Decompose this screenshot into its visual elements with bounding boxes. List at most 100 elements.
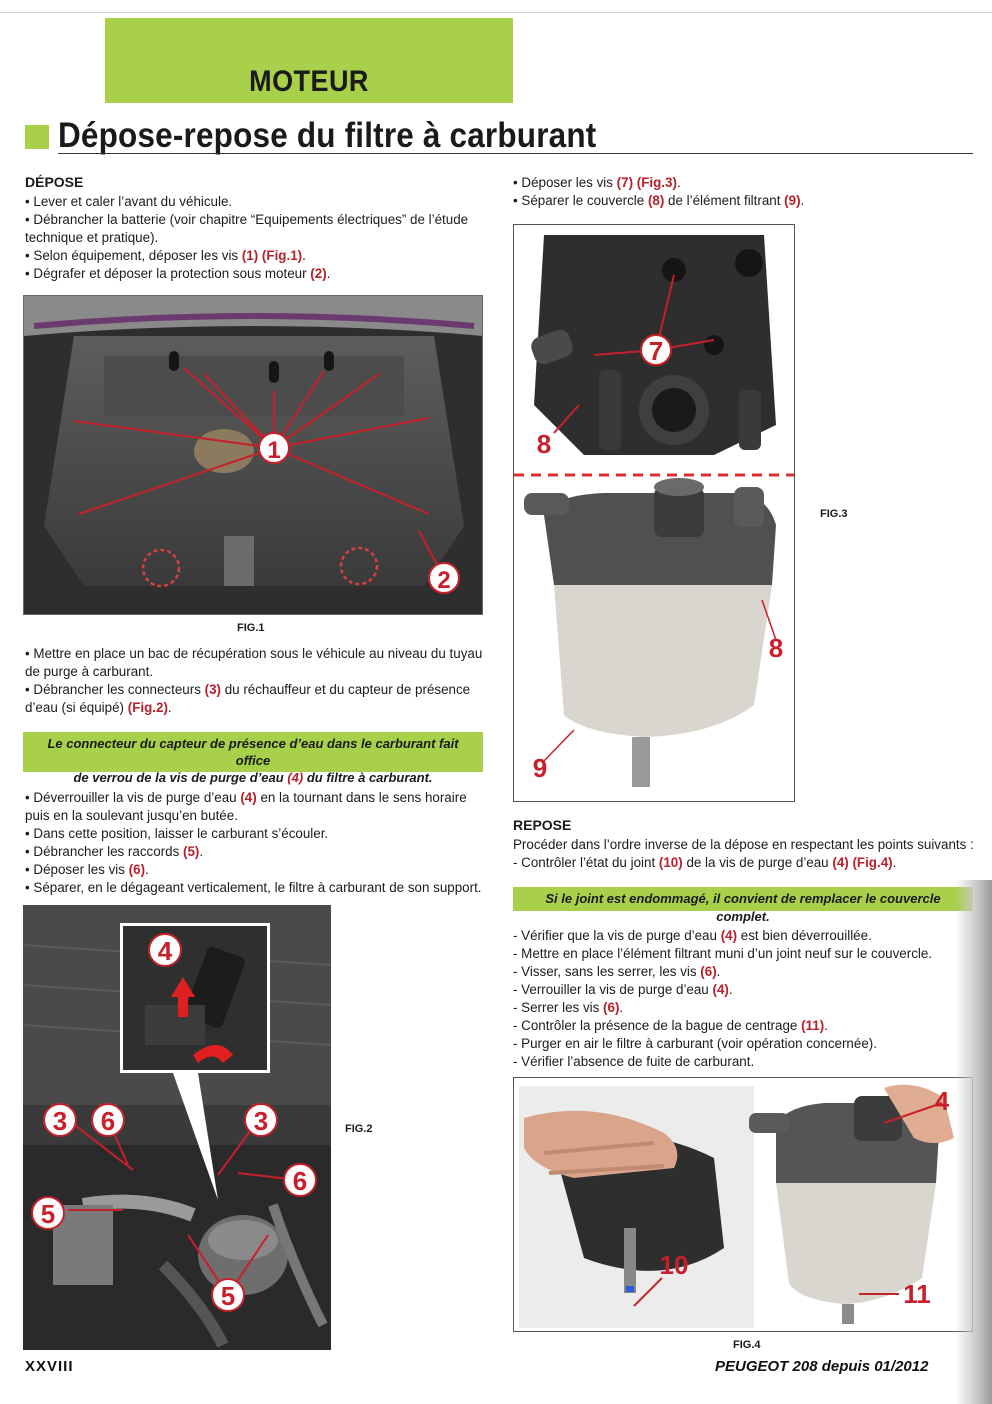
reference-mark: (6) (700, 964, 717, 979)
text-line: • Séparer, en le dégageant verticalement… (25, 880, 482, 895)
text-line: • Débrancher les raccords (5). (25, 843, 495, 861)
reference-mark: (1) (Fig.1) (241, 248, 303, 263)
fig2-callout-5-bottom: 5 (221, 1281, 235, 1311)
text-run: - Contrôler l’état du joint (513, 855, 659, 870)
text-line: de verrou de la vis de purge d’eau (4) d… (29, 769, 477, 786)
text-run: - Serrer les vis (513, 1000, 604, 1015)
text-line: • Déverrouiller la vis de purge d’eau (4… (25, 789, 495, 807)
reference-mark: (6) (128, 862, 146, 877)
text-run: en la tournant dans le sens horaire (256, 790, 467, 805)
text-run: . (199, 844, 204, 859)
fig1-photo: 1 2 (23, 295, 483, 615)
reference-mark: (4) (712, 982, 729, 997)
text-run: . (619, 1000, 624, 1015)
text-line: • Mettre en place un bac de récupération… (25, 646, 483, 661)
fig2-callout-3-right: 3 (254, 1106, 268, 1136)
list-item: - Verrouiller la vis de purge d’eau (4). (513, 981, 963, 999)
reference-mark: (8) (647, 193, 665, 208)
text-run: • Dégrafer et déposer la protection sous… (25, 266, 311, 281)
repose-highlight-note: Si le joint est endommagé, il convient d… (513, 887, 973, 924)
fig4-callout-11: 11 (903, 1279, 931, 1309)
text-run: . (326, 266, 331, 281)
depose-highlight-note: Le connecteur du capteur de présence d’e… (23, 732, 483, 785)
reference-mark: (11) (801, 1018, 825, 1033)
text-line: • Séparer le couvercle (8) de l’élément … (513, 192, 963, 210)
fig2-callout-3-left: 3 (53, 1106, 67, 1136)
repose-steps: - Vérifier que la vis de purge d’eau (4)… (513, 927, 963, 1071)
text-run: • Déposer les vis (25, 862, 129, 877)
text-run: . (800, 193, 805, 208)
list-item: - Mettre en place l’élément filtrant mun… (513, 945, 963, 963)
top-rule (0, 12, 992, 13)
fig4-caption: FIG.4 (733, 1339, 761, 1351)
reference-mark: (2) (310, 266, 327, 281)
text-run: de l’élément filtrant (664, 193, 785, 208)
text-run: - Verrouiller la vis de purge d’eau (513, 982, 713, 997)
text-line: • Lever et caler l’avant du véhicule. (25, 194, 233, 209)
text-run: - Vérifier que la vis de purge d’eau (513, 928, 721, 943)
fig1-caption: FIG.1 (237, 622, 265, 634)
text-run: - Contrôler la présence de la bague de c… (513, 1018, 802, 1033)
page-number: XXVIII (25, 1358, 74, 1375)
page-title: Dépose-repose du filtre à carburant (58, 116, 597, 155)
fig2-callout-4: 4 (158, 936, 173, 966)
reference-mark: (9) (784, 193, 801, 208)
text-run: de la vis de purge d’eau (682, 855, 833, 870)
reference-mark: (10) (658, 855, 683, 870)
reference-mark: (7) (Fig.3) (616, 175, 677, 190)
text-line: • Selon équipement, déposer les vis (1) … (25, 247, 495, 265)
text-line: • Déposer les vis (7) (Fig.3). (513, 174, 963, 192)
list-item: - Purger en air le filtre à carburant (v… (513, 1035, 963, 1053)
footer-model: PEUGEOT 208 depuis 01/2012 (715, 1358, 929, 1375)
fig3-callout-8-bottom: 8 (769, 633, 783, 663)
list-item: - Vérifier que la vis de purge d’eau (4)… (513, 927, 963, 945)
text-run: • Débrancher les raccords (25, 844, 184, 859)
text-run: - Mettre en place l’élément filtrant mun… (513, 946, 933, 961)
fig1-callout-1: 1 (267, 437, 280, 464)
fig3-callout-7: 7 (649, 336, 663, 366)
text-run: • Déverrouiller la vis de purge d’eau (25, 790, 241, 805)
text-run: • Débrancher les connecteurs (25, 682, 205, 697)
list-item: - Visser, sans les serrer, les vis (6). (513, 963, 963, 981)
title-underline (58, 153, 973, 154)
fig2-callout-6-left: 6 (101, 1106, 115, 1136)
text-run: . (302, 248, 306, 263)
text-run: . (676, 175, 681, 190)
text-run: est bien déverrouillée. (737, 928, 872, 943)
text-line: de purge à carburant. (25, 664, 154, 679)
fig3-illustration: 7 8 8 9 (514, 225, 794, 787)
repose-heading: REPOSE (513, 817, 572, 833)
fig1-callout-2: 2 (437, 567, 450, 594)
section-banner-label: MOTEUR (249, 65, 369, 98)
text-line: • Dégrafer et déposer la protection sous… (25, 265, 495, 283)
text-run: . (892, 855, 897, 870)
fig4-photo: 4 10 11 (513, 1077, 973, 1332)
depose-paragraph-2: • Mettre en place un bac de récupération… (25, 645, 495, 717)
text-run: du filtre à carburant. (303, 770, 433, 785)
text-run: d’eau (si équipé) (25, 700, 128, 715)
fig2-illustration: 4 3 6 3 6 5 5 (23, 905, 331, 1350)
text-run: - Purger en air le filtre à carburant (v… (513, 1036, 877, 1051)
text-run: • Séparer le couvercle (513, 193, 648, 208)
text-run: - Visser, sans les serrer, les vis (513, 964, 701, 979)
fig1-illustration: 1 2 (24, 296, 482, 614)
section-banner: MOTEUR (105, 18, 513, 103)
text-line: puis en la soulevant jusqu’en butée. (25, 808, 238, 823)
text-run: . (824, 1018, 828, 1033)
text-line: • Débrancher les connecteurs (3) du réch… (25, 681, 495, 699)
repose-intro: Procéder dans l’ordre inverse de la dépo… (513, 836, 983, 872)
text-run: . (145, 862, 149, 877)
fig4-illustration: 4 10 11 (514, 1078, 972, 1331)
text-line: • Débrancher la batterie (voir chapitre … (25, 212, 469, 227)
reference-mark: (4) (287, 770, 304, 785)
fig2-callout-6-right: 6 (293, 1166, 307, 1196)
reference-mark: (4) (Fig.4) (832, 855, 893, 870)
scan-edge-shadow (955, 880, 992, 1404)
text-run: de verrou de la vis de purge d’eau (73, 770, 288, 785)
fig2-photo: 4 3 6 3 6 5 5 (23, 905, 331, 1350)
text-run: . (728, 982, 733, 997)
text-run: - Vérifier l’absence de fuite de carbura… (513, 1054, 755, 1069)
text-run: . (716, 964, 721, 979)
text-run: • Selon équipement, déposer les vis (25, 248, 242, 263)
fig2-callout-5-left: 5 (41, 1199, 55, 1229)
